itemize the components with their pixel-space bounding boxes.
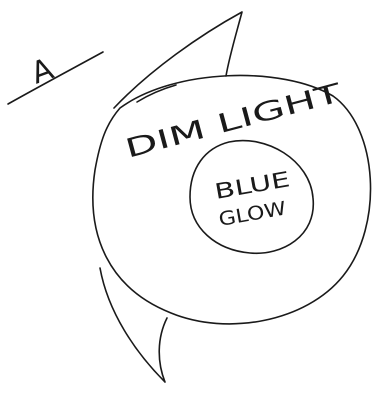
- outer-label: DIM LIGHT: [122, 78, 344, 164]
- upper-spike: [114, 12, 242, 108]
- label-a: A: [27, 51, 59, 91]
- lower-spike: [100, 268, 167, 382]
- rim-tangent-stroke: [137, 85, 176, 102]
- inner-label-line2: GLOW: [217, 197, 288, 231]
